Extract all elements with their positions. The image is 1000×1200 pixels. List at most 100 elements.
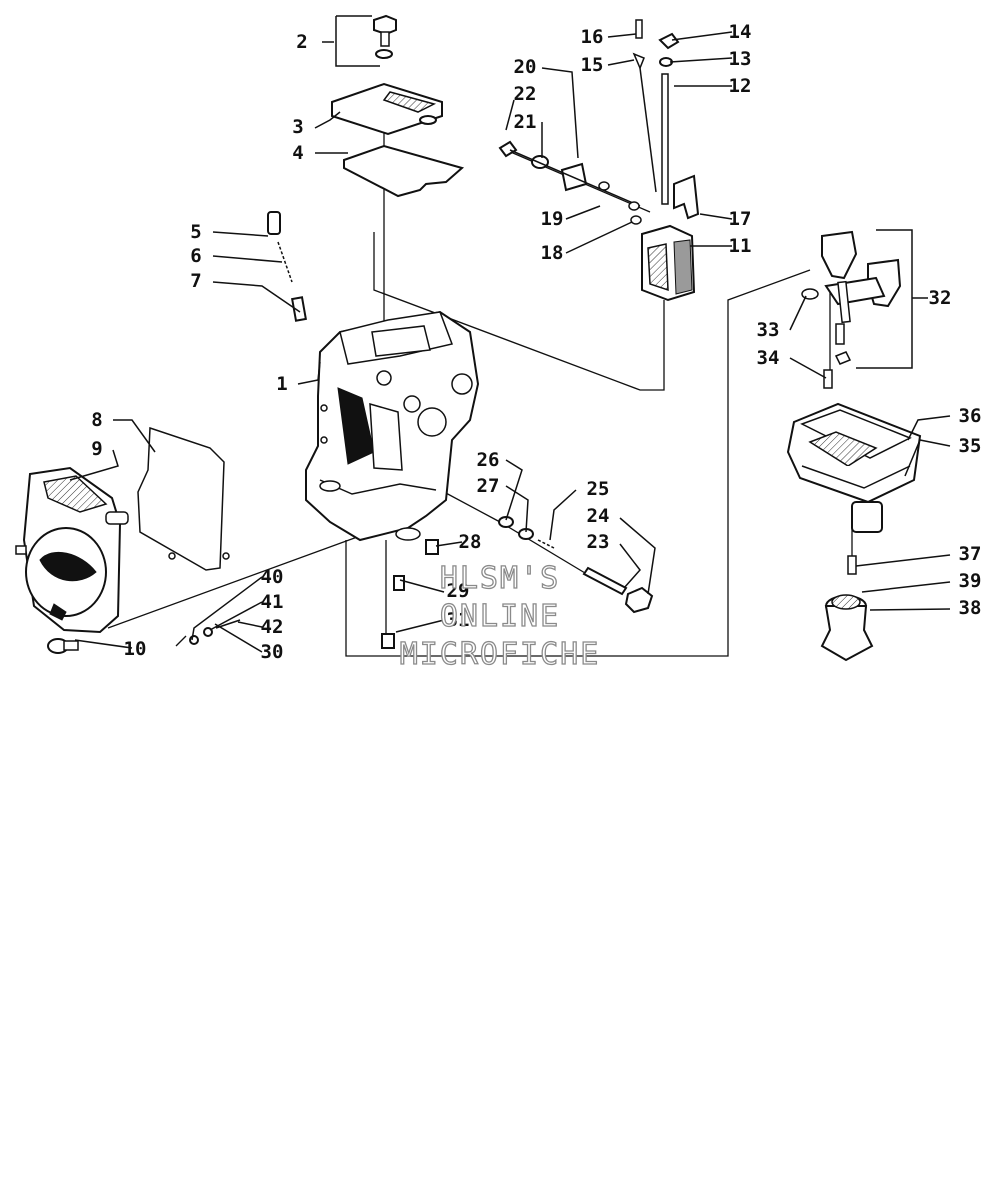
slide-side	[673, 239, 693, 295]
carb-outlet	[417, 407, 447, 437]
shaft-rod	[509, 149, 641, 207]
shaft-bushing	[598, 181, 610, 191]
accel-spring	[831, 594, 861, 610]
callout-41: 41	[261, 591, 284, 613]
callout-3: 3	[292, 116, 303, 138]
main-jet	[381, 633, 395, 649]
leader-39	[861, 581, 951, 593]
needle-assembly	[632, 19, 680, 205]
top-cover-gasket	[343, 144, 465, 198]
float-pivot	[837, 280, 851, 324]
carb-bore-window	[369, 402, 403, 471]
intake-nipple	[105, 511, 129, 525]
throttle-shaft	[498, 140, 642, 225]
shaft-washer	[531, 155, 549, 169]
needle-rod	[639, 67, 657, 193]
leader-33	[789, 295, 807, 331]
guide-slide	[373, 232, 665, 391]
intake-gasket-hole-1	[168, 552, 176, 560]
carb-foot-2	[395, 527, 421, 541]
leader-9	[69, 449, 119, 481]
intake-gasket	[137, 426, 225, 571]
needle-clip	[632, 52, 645, 70]
float-bowl	[786, 402, 922, 575]
leader-10	[74, 639, 133, 649]
leader-36	[907, 415, 951, 441]
leader-42	[237, 621, 263, 628]
float-seat	[834, 351, 852, 365]
callout-31: 31	[447, 609, 470, 631]
callout-9: 9	[91, 438, 102, 460]
leader-8	[113, 419, 156, 453]
callout-40: 40	[261, 566, 284, 588]
float-needle	[835, 323, 845, 345]
leader-35	[904, 439, 951, 477]
cover-screw	[373, 14, 397, 36]
leader-30	[214, 623, 263, 653]
leader-1	[297, 361, 321, 385]
leader-16	[607, 33, 637, 38]
pilot-spring	[277, 241, 293, 283]
intake-housing	[15, 466, 129, 634]
callout-8: 8	[91, 409, 102, 431]
leader-13	[669, 57, 733, 63]
intake-screw	[47, 638, 79, 654]
slide-face	[647, 243, 669, 292]
bowl-screw	[847, 555, 857, 575]
slide-link	[673, 174, 700, 220]
watermark-line-3: MICROFICHE	[400, 637, 601, 672]
float-assembly	[801, 229, 913, 389]
callout-35: 35	[959, 435, 982, 457]
callout-26: 26	[477, 449, 500, 471]
guide-float-bowl	[345, 269, 811, 657]
callout-numbers: 1234567891011121314151617181920212223242…	[91, 21, 981, 663]
callout-12: 12	[729, 75, 752, 97]
pilot-screw-assembly	[267, 211, 307, 322]
pilot-screw	[267, 211, 281, 235]
carb-hole-2	[320, 436, 328, 444]
callout-36: 36	[959, 405, 982, 427]
float-left	[821, 230, 858, 280]
leader-25	[549, 489, 577, 541]
pilot-jet-2	[393, 575, 405, 591]
leader-40	[191, 576, 263, 641]
leader-31	[395, 619, 445, 633]
callout-39: 39	[959, 570, 982, 592]
callout-30: 30	[261, 641, 284, 663]
accelerator-cup	[820, 594, 874, 662]
small-fittings	[189, 619, 241, 645]
callout-34: 34	[757, 347, 780, 369]
bracket-2	[335, 16, 380, 67]
needle-screw	[635, 19, 643, 39]
cover-washer	[375, 49, 393, 59]
leader-19	[565, 205, 601, 220]
fuel-screw-assembly	[498, 516, 654, 614]
callout-23: 23	[587, 531, 610, 553]
jet-needle	[661, 73, 669, 205]
leader-38	[869, 608, 951, 611]
accel-cup-body	[820, 605, 874, 662]
leader-29	[399, 579, 445, 593]
callout-37: 37	[959, 543, 982, 565]
leader-41	[209, 601, 263, 631]
guide-intake	[107, 535, 361, 629]
intake-throat-shadow	[39, 551, 97, 582]
float-bowl-floor	[808, 431, 878, 467]
callout-13: 13	[729, 48, 752, 70]
callout-6: 6	[190, 245, 201, 267]
top-cover-rib	[382, 91, 437, 113]
leader-37	[855, 554, 951, 567]
carb-hole-1	[320, 404, 328, 412]
callout-28: 28	[459, 531, 482, 553]
callout-19: 19	[541, 208, 564, 230]
callout-16: 16	[581, 26, 604, 48]
fuel-screw-spring	[537, 539, 555, 549]
carb-slide-bore	[371, 325, 431, 357]
float-bowl-drain	[851, 501, 883, 533]
fuel-screw-knob	[624, 586, 654, 614]
leader-22	[505, 99, 515, 131]
watermark: HLSM'S ONLINE MICROFICHE	[399, 560, 601, 672]
watermark-line-2: ONLINE	[440, 599, 560, 634]
intake-housing-top	[43, 475, 108, 513]
